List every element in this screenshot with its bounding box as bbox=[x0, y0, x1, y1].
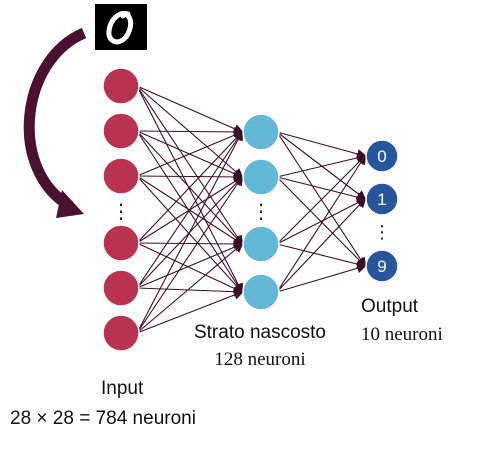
output-neuron-label-1: 1 bbox=[377, 190, 386, 209]
output-size-label: 10 neuroni bbox=[361, 324, 443, 345]
edge-input-5-hidden-2 bbox=[136, 242, 244, 334]
edge-input-3-hidden-3 bbox=[136, 242, 244, 294]
edge-input-0-hidden-2 bbox=[136, 85, 244, 246]
output-ellipsis: ⋮ bbox=[373, 222, 391, 243]
edge-hidden-2-output-2 bbox=[276, 243, 367, 269]
hidden-size-label: 128 neuroni bbox=[214, 349, 306, 370]
input-neuron-1 bbox=[102, 112, 140, 150]
neurons: ⋮ ⋮ 0 1 9 ⋮ bbox=[102, 67, 399, 352]
edge-input-4-hidden-2 bbox=[136, 242, 244, 289]
edge-input-4-hidden-3 bbox=[136, 286, 244, 297]
edge-hidden-3-output-2 bbox=[276, 263, 367, 293]
hidden-label: Strato nascosto bbox=[193, 322, 327, 343]
output-neuron-2 bbox=[365, 249, 399, 283]
output-neuron-1 bbox=[365, 182, 399, 216]
input-neuron-0 bbox=[102, 67, 140, 105]
edge-hidden-3-output-0 bbox=[276, 154, 367, 293]
hidden-neuron-3 bbox=[242, 273, 280, 311]
hidden-neuron-2 bbox=[242, 225, 280, 263]
handwritten-zero bbox=[106, 10, 134, 45]
edge-hidden-0-output-2 bbox=[276, 131, 367, 268]
edge-input-2-hidden-3 bbox=[136, 175, 244, 294]
edge-hidden-1-output-0 bbox=[276, 153, 367, 178]
edge-input-5-hidden-1 bbox=[136, 175, 244, 334]
edge-input-5-hidden-0 bbox=[136, 130, 243, 334]
edge-input-0-hidden-0 bbox=[136, 85, 244, 134]
input-neuron-4 bbox=[102, 269, 140, 307]
hidden-ellipsis: ⋮ bbox=[251, 199, 271, 223]
input-neuron-2 bbox=[102, 157, 140, 195]
edge-input-2-hidden-0 bbox=[136, 130, 244, 177]
edge-hidden-0-output-1 bbox=[276, 131, 367, 201]
edge-hidden-2-output-1 bbox=[276, 198, 367, 245]
input-size-label: 28 × 28 = 784 neuroni bbox=[10, 408, 196, 429]
edge-input-1-hidden-3 bbox=[136, 130, 244, 294]
output-neuron-label-0: 0 bbox=[377, 147, 386, 166]
hidden-neuron-1 bbox=[242, 158, 280, 196]
input-neuron-3 bbox=[102, 224, 140, 262]
edge-hidden-2-output-0 bbox=[276, 154, 367, 245]
edge-input-3-hidden-0 bbox=[136, 130, 244, 244]
edge-input-0-hidden-3 bbox=[136, 85, 243, 294]
output-neuron-label-2: 9 bbox=[377, 257, 386, 276]
edge-input-3-hidden-2 bbox=[136, 238, 244, 249]
input-digit-image bbox=[95, 4, 147, 50]
edge-hidden-3-output-1 bbox=[276, 197, 367, 293]
edge-input-1-hidden-0 bbox=[136, 126, 244, 137]
output-label: Output bbox=[361, 296, 419, 317]
output-neuron-0 bbox=[365, 139, 399, 173]
hidden-neuron-0 bbox=[242, 113, 280, 151]
edge-input-2-hidden-1 bbox=[136, 171, 244, 182]
edge-hidden-1-output-1 bbox=[276, 176, 367, 202]
curved-arrow bbox=[23, 27, 87, 211]
edge-input-4-hidden-0 bbox=[136, 130, 244, 289]
connections bbox=[136, 85, 367, 334]
edge-hidden-0-output-0 bbox=[276, 131, 367, 159]
input-ellipsis: ⋮ bbox=[111, 199, 131, 223]
input-neuron-5 bbox=[102, 314, 140, 352]
curved-arrow-head bbox=[56, 190, 84, 218]
edge-input-5-hidden-3 bbox=[136, 290, 244, 334]
input-label: Input bbox=[101, 378, 144, 399]
